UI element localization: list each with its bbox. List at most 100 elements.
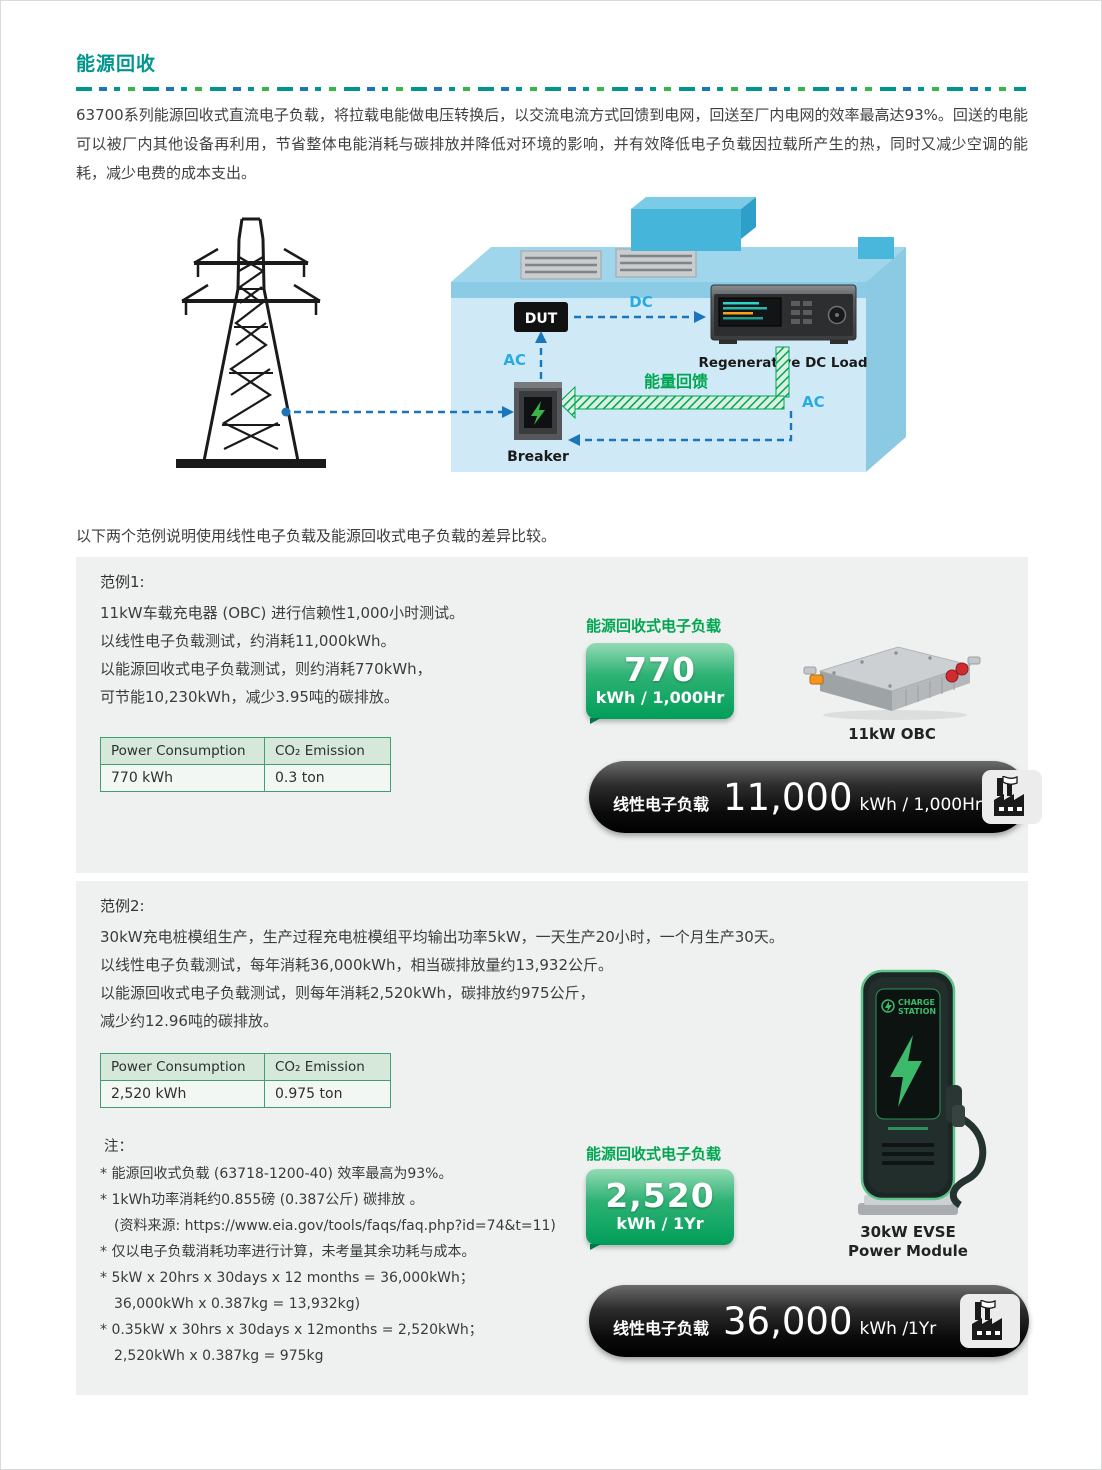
tower-base	[176, 459, 326, 468]
regen-dc-load-device	[710, 284, 857, 344]
example2-text: 30kW充电桩模组生产，生产过程充电桩模组平均输出功率5kW，一天生产20小时，…	[100, 923, 980, 1035]
regen-badge-unit: kWh / 1,000Hr	[595, 688, 725, 707]
linear-bar-label: 线性电子负载	[613, 1318, 710, 1338]
example2-section: 范例2: 30kW充电桩模组生产，生产过程充电桩模组平均输出功率5kW，一天生产…	[76, 881, 1029, 1395]
consumption-table-ex2: Power Consumption CO₂ Emission 2,520 kWh…	[100, 1053, 391, 1108]
note-line: * 0.35kW x 30hrs x 30days x 12months = 2…	[100, 1322, 483, 1338]
linear-bar-label: 线性电子负载	[613, 794, 710, 814]
text-line: 可节能10,230kWh，减少3.95吨的碳排放。	[100, 688, 399, 706]
dut-label: DUT	[525, 311, 558, 327]
linear-load-bar-ex1: 线性电子负载 11,000 kWh / 1,000Hr	[589, 761, 1042, 833]
grid-connection-dot	[281, 407, 291, 417]
roof-block-small	[858, 237, 894, 259]
dut-box: DUT	[514, 302, 568, 332]
table-row: 2,520 kWh 0.975 ton	[100, 1080, 391, 1108]
notes-list: * 能源回收式负载 (63718-1200-40) 效率最高为93%。 * 1k…	[100, 1161, 590, 1369]
linear-load-bar-ex2: 线性电子负载 36,000 kWh /1Yr	[589, 1285, 1029, 1357]
regen-badge-value: 2,520	[605, 1176, 715, 1215]
table-cell-co2: 0.3 ton	[264, 764, 391, 792]
transmission-tower-graphic	[181, 217, 321, 462]
feedback-band-vertical	[775, 346, 790, 398]
regen-badge-ex1: 770 kWh / 1,000Hr	[586, 643, 734, 724]
note-line: * 1kWh功率消耗约0.855磅 (0.387公斤) 碳排放 。	[100, 1192, 424, 1208]
table-cell-power: 770 kWh	[100, 764, 265, 792]
linear-bar-value: 11,000	[723, 775, 853, 819]
text-line: 30kW充电桩模组生产，生产过程充电桩模组平均输出功率5kW，一天生产20小时，…	[100, 928, 784, 946]
example2-title: 范例2:	[100, 897, 145, 915]
evse-device-label: 30kW EVSE Power Module	[798, 1223, 1018, 1261]
table-header-power: Power Consumption	[100, 1053, 265, 1081]
table-header-co2: CO₂ Emission	[264, 1053, 391, 1081]
note-line: 2,520kWh x 0.387kg = 975kg	[114, 1348, 324, 1364]
red-connector-icon	[945, 669, 959, 683]
roof-vent-icon	[615, 248, 697, 278]
lightning-icon	[890, 1035, 922, 1107]
ac-left-label: AC	[503, 351, 526, 369]
feedback-band-horizontal	[572, 395, 785, 410]
note-line: 36,000kWh x 0.387kg = 13,932kg)	[114, 1296, 361, 1312]
charging-cable	[949, 1113, 987, 1208]
text-line: 以线性电子负载测试，约消耗11,000kWh。	[100, 632, 396, 650]
evse-screen-line2: STATION	[898, 1007, 936, 1016]
linear-bar-text: 线性电子负载 11,000 kWh / 1,000Hr	[613, 776, 982, 819]
example1-title: 范例1:	[100, 573, 145, 591]
energy-feedback-label: 能量回馈	[644, 372, 708, 391]
linear-bar-value: 36,000	[723, 1299, 853, 1343]
note-line: * 5kW x 20hrs x 30days x 12 months = 36,…	[100, 1270, 474, 1286]
linear-bar-text: 线性电子负载 36,000 kWh /1Yr	[613, 1300, 936, 1343]
eia-source-link[interactable]: (资料来源: https://www.eia.gov/tools/faqs/fa…	[114, 1218, 556, 1234]
arrow-left-green-icon	[558, 385, 576, 420]
table-header-power: Power Consumption	[100, 737, 265, 765]
breaker-label: Breaker	[507, 449, 569, 465]
arrow-up-icon	[535, 331, 547, 343]
table-header-co2: CO₂ Emission	[264, 737, 391, 765]
roof-block-graphic	[631, 197, 756, 251]
lightning-icon	[531, 401, 545, 425]
intro-paragraph: 63700系列能源回收式直流电子负载，将拉载电能做电压转换后，以交流电流方式回馈…	[76, 106, 1028, 182]
dc-label: DC	[629, 293, 652, 311]
compare-note: 以下两个范例说明使用线性电子负载及能源回收式电子负载的差异比较。	[76, 527, 557, 545]
text-line: 以能源回收式电子负载测试，则每年消耗2,520kWh，碳排放约975公斤，	[100, 984, 595, 1002]
text-line: 减少约12.96吨的碳排放。	[100, 1012, 278, 1030]
charging-nozzle	[952, 1105, 965, 1127]
regen-badge-value: 770	[624, 650, 696, 689]
obc-device-label: 11kW OBC	[848, 725, 936, 743]
arrow-left-icon	[568, 434, 580, 446]
notes-title: 注：	[104, 1139, 133, 1155]
text-line: 以线性电子负载测试，每年消耗36,000kWh，相当碳排放量约13,932公斤。	[100, 956, 613, 974]
ac-right-label: AC	[802, 393, 825, 411]
arrow-right-icon	[694, 311, 706, 323]
factory-icon	[981, 770, 1042, 824]
regen-badge-label-ex1: 能源回收式电子负载	[586, 617, 722, 635]
evse-screen-line1: CHARGE	[898, 998, 935, 1007]
table-cell-co2: 0.975 ton	[264, 1080, 391, 1108]
breaker-box	[514, 382, 562, 440]
text-line: 以能源回收式电子负载测试，则约消耗770kWh，	[100, 660, 432, 678]
orange-connector-icon	[809, 674, 824, 685]
page-title: 能源回收	[76, 53, 157, 75]
obc-device-image	[803, 646, 981, 720]
bolt-logo-icon	[881, 999, 895, 1013]
linear-bar-unit: kWh / 1,000Hr	[859, 794, 982, 815]
note-line: * 能源回收式负载 (63718-1200-40) 效率最高为93%。	[100, 1166, 453, 1182]
regen-badge-ex2: 2,520 kWh / 1Yr	[586, 1169, 734, 1250]
text-line: 11kW车载充电器 (OBC) 进行信赖性1,000小时测试。	[100, 604, 465, 622]
red-connector-icon	[955, 662, 969, 676]
evse-charger-image: CHARGE STATION	[858, 969, 987, 1215]
arrow-right-icon	[502, 406, 514, 418]
linear-bar-unit: kWh /1Yr	[859, 1318, 937, 1339]
table-cell-power: 2,520 kWh	[100, 1080, 265, 1108]
factory-icon	[960, 1294, 1020, 1348]
roof-vent-icon	[520, 250, 602, 280]
table-row: 770 kWh 0.3 ton	[100, 764, 391, 792]
energy-recycle-diagram: DUT DC AC Regenerative DC Load 能量回	[176, 197, 906, 472]
dotted-separator	[76, 87, 1026, 91]
regen-badge-unit: kWh / 1Yr	[616, 1214, 704, 1233]
consumption-table-ex1: Power Consumption CO₂ Emission 770 kWh 0…	[100, 737, 391, 792]
example1-text: 11kW车载充电器 (OBC) 进行信赖性1,000小时测试。 以线性电子负载测…	[100, 599, 570, 711]
note-line: * 仅以电子负载消耗功率进行计算，未考量其余功耗与成本。	[100, 1244, 476, 1260]
regen-badge-label-ex2: 能源回收式电子负载	[586, 1145, 722, 1163]
example1-section: 范例1: 11kW车载充电器 (OBC) 进行信赖性1,000小时测试。 以线性…	[76, 557, 1042, 873]
evse-label-line1: 30kW EVSE	[860, 1223, 956, 1241]
